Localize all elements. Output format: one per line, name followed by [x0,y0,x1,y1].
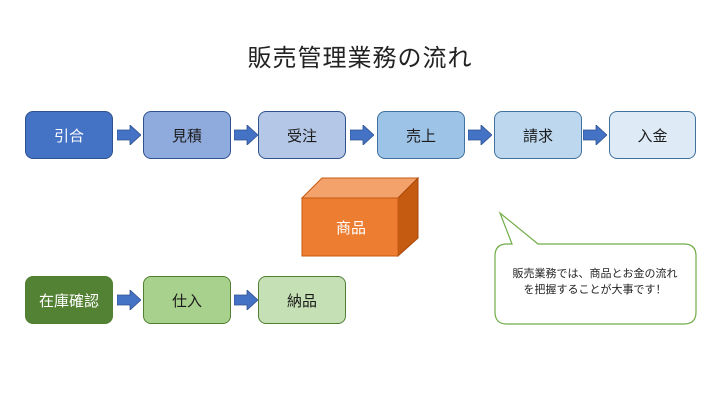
callout-line-1: 販売業務では、商品とお金の流れ [512,267,678,280]
step-purchase: 仕入 [143,276,231,324]
step-stock-check: 在庫確認 [25,276,113,324]
flow-arrow-icon [234,125,258,145]
flow-arrow-icon [234,290,258,310]
flow-arrow-icon [117,125,141,145]
flow-arrow-icon [350,125,374,145]
callout-line-2: を把握することが大事です！ [523,283,667,296]
step-quotation: 見積 [143,111,231,159]
step-inquiry: 引合 [25,111,113,159]
product-cube-icon [300,176,420,258]
step-payment: 入金 [609,111,696,159]
diagram-title: 販売管理業務の流れ [247,44,473,72]
step-sales: 売上 [377,111,465,159]
flow-arrow-icon [583,125,607,145]
product-label: 商品 [335,218,366,237]
flow-arrow-icon [117,290,141,310]
step-order-received: 受注 [258,111,346,159]
callout-text: 販売業務では、商品とお金の流れ を把握することが大事です！ [497,266,693,298]
step-delivery: 納品 [258,276,346,324]
speech-callout-shape [494,211,697,325]
step-billing: 請求 [494,111,582,159]
flow-arrow-icon [468,125,492,145]
